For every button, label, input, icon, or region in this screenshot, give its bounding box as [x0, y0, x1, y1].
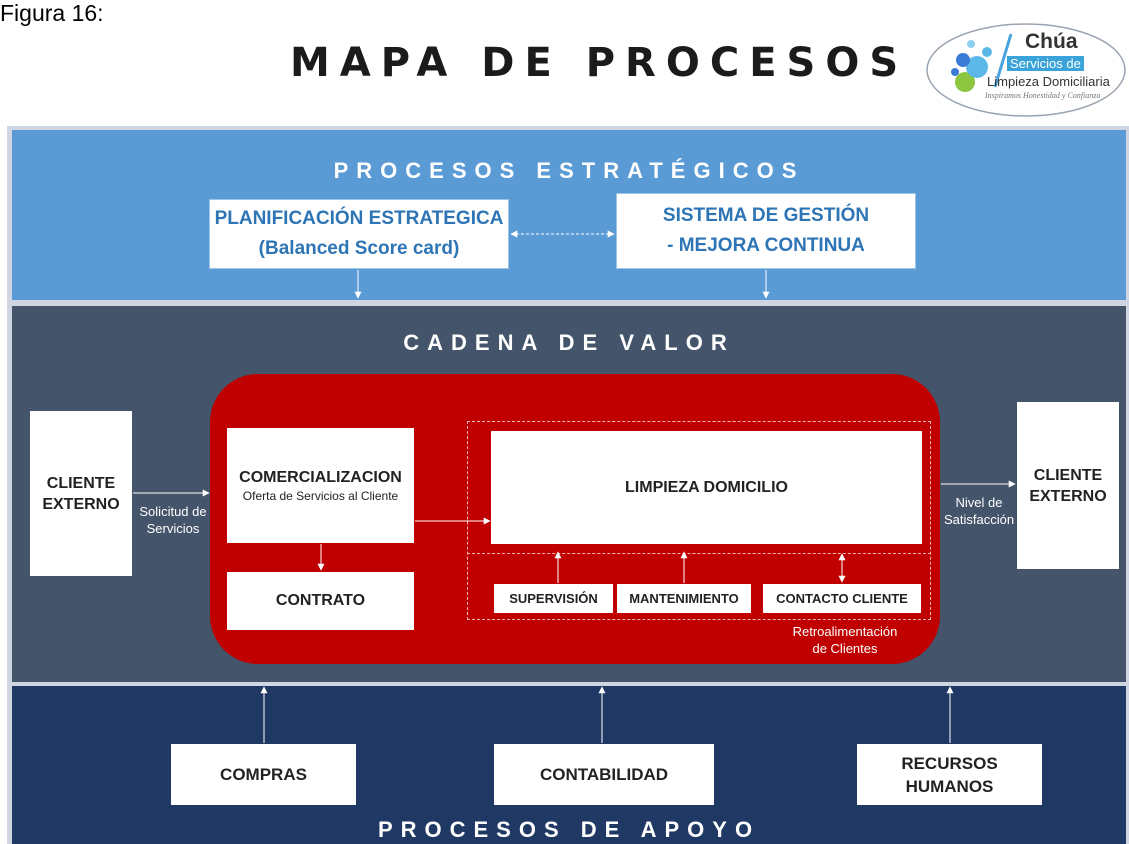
planning-box: PLANIFICACIÓN ESTRATEGICA (Balanced Scor… — [209, 199, 509, 269]
management-line1: SISTEMA DE GESTIÓN — [662, 205, 870, 226]
planning-line2: (Balanced Score card) — [258, 238, 460, 259]
company-logo: Chúa Servicios de Limpieza Domiciliaria … — [925, 12, 1127, 124]
client-left-box: CLIENTE EXTERNO — [30, 411, 132, 576]
cleaning-box: LIMPIEZA DOMICILIO — [491, 431, 922, 544]
logo-line1: Servicios de — [1007, 56, 1084, 71]
page-title: MAPA DE PROCESOS — [290, 40, 909, 86]
management-box: SISTEMA DE GESTIÓN - MEJORA CONTINUA — [616, 193, 916, 269]
satisfaction-label: Nivel de Satisfacción — [943, 495, 1015, 527]
supervision-box: SUPERVISIÓN — [494, 584, 613, 613]
strategic-band — [12, 130, 1126, 300]
client-contact-box: CONTACTO CLIENTE — [763, 584, 921, 613]
hr-box: RECURSOS HUMANOS — [857, 744, 1042, 805]
maintenance-box: MANTENIMIENTO — [617, 584, 751, 613]
commercialization-box: COMERCIALIZACION Oferta de Servicios al … — [227, 428, 414, 543]
planning-line1: PLANIFICACIÓN ESTRATEGICA — [214, 208, 504, 229]
cleaning-group-divider — [467, 553, 931, 554]
logo-line2: Limpieza Domiciliaria — [987, 74, 1110, 89]
accounting-box: CONTABILIDAD — [494, 744, 714, 805]
commercialization-subtitle: Oferta de Servicios al Cliente — [242, 488, 399, 503]
purchases-box: COMPRAS — [171, 744, 356, 805]
feedback-label: Retroalimentación de Clientes — [792, 624, 898, 656]
value-chain-title: CADENA DE VALOR — [403, 330, 735, 355]
support-title: PROCESOS DE APOYO — [377, 817, 761, 842]
request-label: Solicitud de Servicios — [139, 504, 207, 536]
client-right-box: CLIENTE EXTERNO — [1017, 402, 1119, 569]
logo-name: Chúa — [1025, 30, 1078, 53]
figure-caption: Figura 16: — [0, 0, 104, 26]
logo-tagline: Inspiramos Honestidad y Confianza — [985, 91, 1101, 100]
commercialization-title: COMERCIALIZACION — [239, 468, 402, 486]
management-line2: - MEJORA CONTINUA — [667, 235, 865, 256]
strategic-title: PROCESOS ESTRATÉGICOS — [333, 158, 805, 183]
contract-box: CONTRATO — [227, 572, 414, 630]
